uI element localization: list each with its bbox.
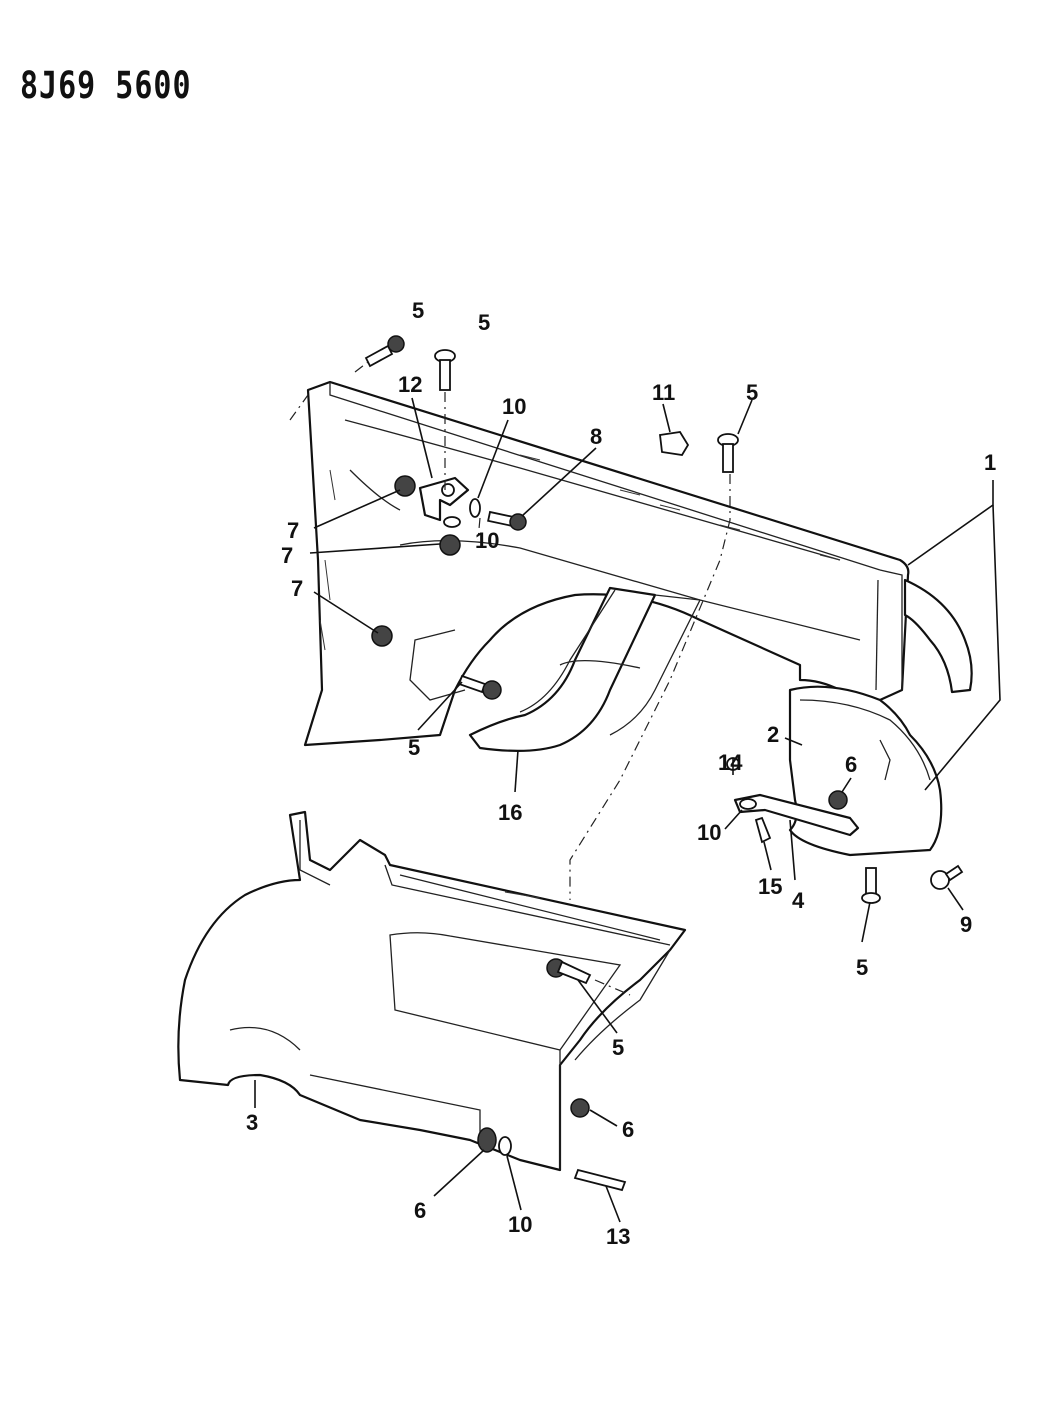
callout-6-rear: 6 bbox=[845, 752, 857, 777]
clip-11 bbox=[659, 431, 690, 456]
callout-2: 2 bbox=[767, 722, 779, 747]
callout-5-right-top: 5 bbox=[746, 380, 758, 405]
callout-12: 12 bbox=[398, 372, 422, 397]
leader-lines bbox=[254, 397, 1001, 1223]
bolt-8 bbox=[487, 510, 527, 531]
callout-6-lower-right: 6 bbox=[622, 1117, 634, 1142]
alignment-lines bbox=[289, 361, 731, 996]
callouts: 1 2 3 4 5 5 5 5 5 5 6 6 6 7 7 7 8 9 10 1… bbox=[246, 298, 996, 1249]
bolt-5-inner-fender bbox=[546, 958, 592, 985]
bolt-5-top-left bbox=[364, 335, 405, 368]
callout-7-middle: 7 bbox=[281, 543, 293, 568]
callout-11: 11 bbox=[652, 380, 675, 405]
front-inner-fender bbox=[177, 810, 687, 1172]
stud-13 bbox=[573, 1168, 627, 1192]
brace-rod bbox=[733, 793, 860, 837]
callout-15: 15 bbox=[758, 874, 782, 899]
bolt-5-right-top bbox=[717, 433, 739, 473]
bracket-hole bbox=[441, 483, 455, 497]
grommet-6-lower bbox=[477, 1127, 497, 1153]
nut-6-lower-right bbox=[570, 1098, 590, 1118]
callout-7-upper: 7 bbox=[287, 518, 299, 543]
callout-13: 13 bbox=[606, 1224, 630, 1249]
nut-7-upper bbox=[394, 475, 416, 497]
diagram-code: 8J69 5600 bbox=[20, 64, 192, 108]
nut-7-lower bbox=[371, 625, 393, 647]
callout-7-lower: 7 bbox=[291, 576, 303, 601]
callout-10-upper: 10 bbox=[502, 394, 526, 419]
callout-16: 16 bbox=[498, 800, 522, 825]
bolt-5-top bbox=[434, 349, 456, 391]
callout-1: 1 bbox=[984, 450, 996, 475]
callout-10-rear: 10 bbox=[697, 820, 721, 845]
washer-10-lower bbox=[498, 1136, 512, 1156]
callout-5-fender-lower: 5 bbox=[408, 735, 420, 760]
fender bbox=[303, 380, 973, 747]
callout-5-inner-fender: 5 bbox=[612, 1035, 624, 1060]
callout-10-middle: 10 bbox=[475, 528, 499, 553]
washer-10-rear bbox=[739, 798, 757, 810]
bolt-5-rear-lower bbox=[861, 867, 881, 904]
bracket-12 bbox=[418, 476, 470, 522]
hardware bbox=[364, 335, 964, 1192]
callout-5-top: 5 bbox=[478, 310, 490, 335]
washer-10-upper bbox=[469, 498, 481, 518]
callout-8: 8 bbox=[590, 424, 602, 449]
callout-14: 14 bbox=[718, 750, 743, 775]
screw-9 bbox=[930, 864, 964, 890]
nut-7-middle bbox=[439, 534, 461, 556]
callout-5-top-left: 5 bbox=[412, 298, 424, 323]
nut-6-rear bbox=[828, 790, 848, 810]
washer-10-middle bbox=[443, 516, 461, 528]
stud-15 bbox=[754, 816, 772, 844]
callout-9: 9 bbox=[960, 912, 972, 937]
callout-3: 3 bbox=[246, 1110, 258, 1135]
callout-4: 4 bbox=[792, 888, 805, 913]
callout-5-rear-lower: 5 bbox=[856, 955, 868, 980]
bolt-5-fender-lower bbox=[457, 674, 502, 700]
rear-inner-panel bbox=[788, 685, 943, 857]
callout-10-lower: 10 bbox=[508, 1212, 532, 1237]
splash-shield bbox=[468, 586, 701, 752]
callout-6-lower: 6 bbox=[414, 1198, 426, 1223]
